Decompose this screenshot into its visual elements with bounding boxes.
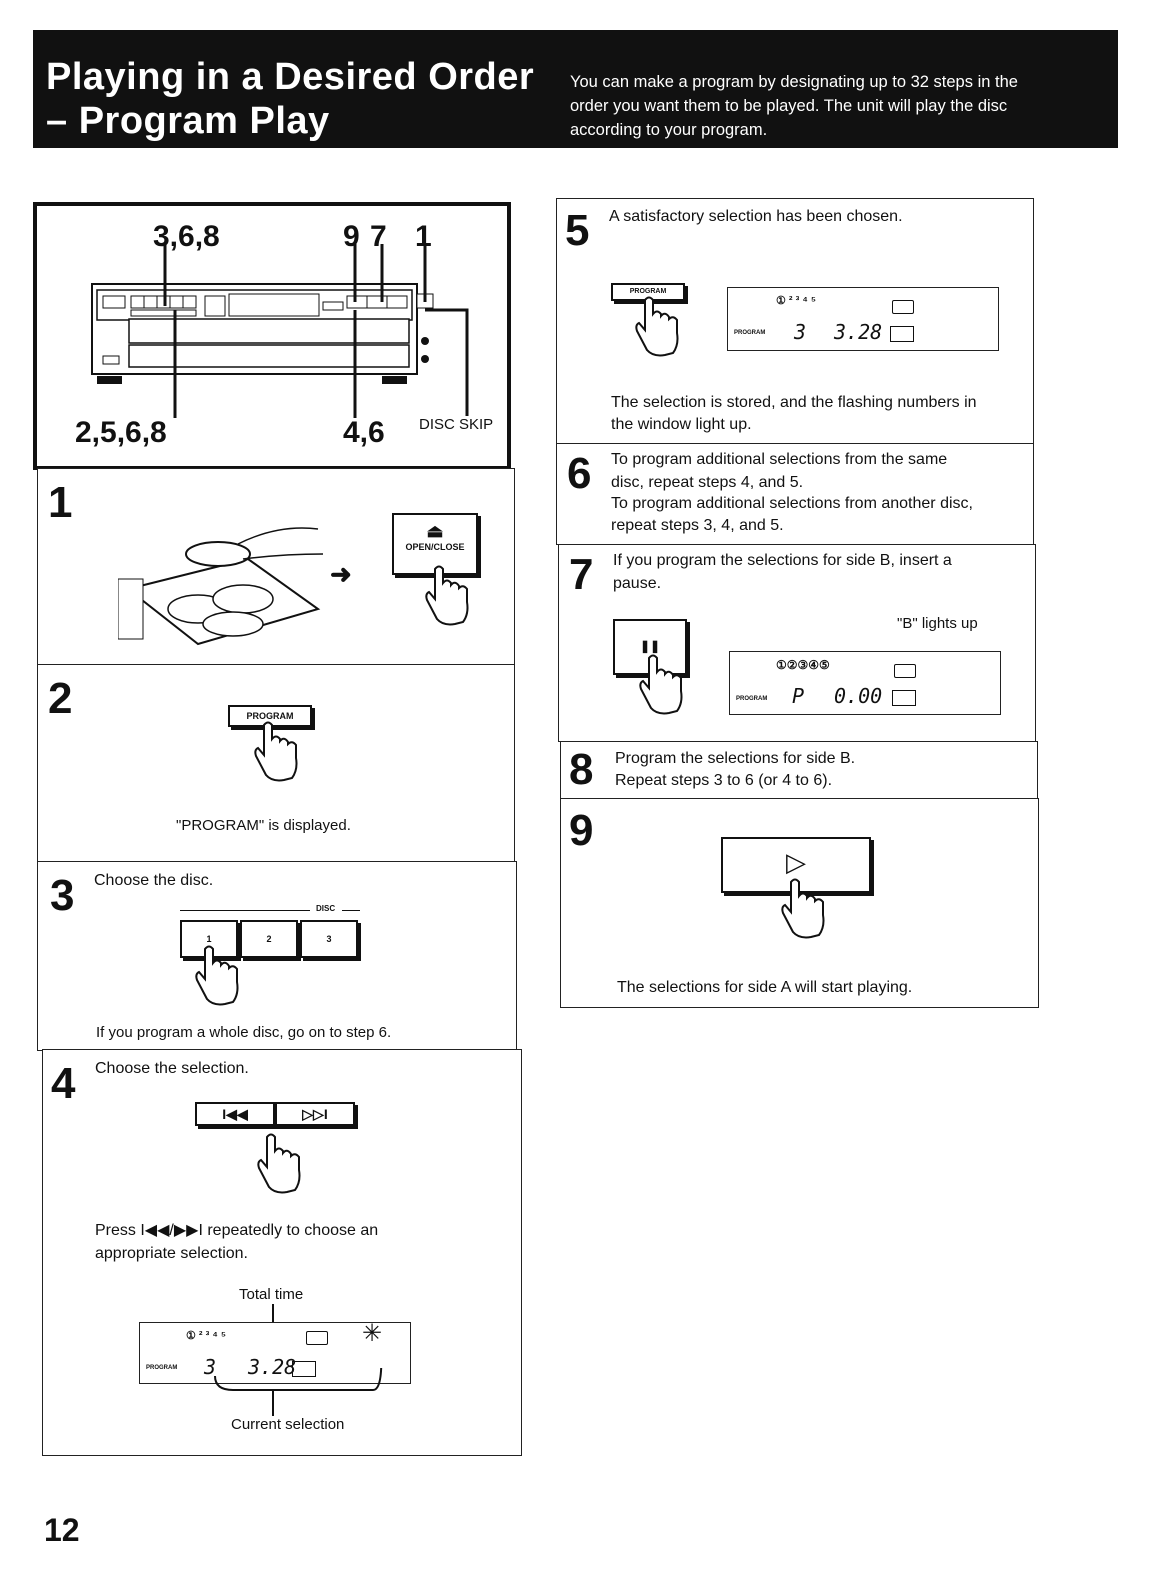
step-5-caption-line1: The selection is stored, and the flashin…	[611, 394, 977, 411]
intro-text: You can make a program by designating up…	[570, 73, 1018, 139]
step-number: 9	[569, 806, 594, 855]
step-2-caption: "PROGRAM" is displayed.	[176, 817, 351, 834]
arrow-right-icon: ➜	[330, 559, 352, 589]
program-indicator: PROGRAM	[146, 1365, 178, 1371]
skip-forward-icon: ▷▷I	[302, 1106, 328, 1122]
time-readout: 0.00	[834, 684, 883, 708]
disc-3-button[interactable]: 3	[300, 920, 358, 958]
disc-group-line-right	[342, 910, 360, 911]
step-7-line1: If you program the selections for side B…	[613, 552, 952, 569]
pointing-hand-icon	[639, 654, 683, 715]
step-number: 6	[567, 449, 592, 498]
step-2-panel: 2 PROGRAM "PROGRAM" is displayed.	[37, 664, 515, 862]
step-number: 8	[569, 745, 594, 794]
tape-icon	[306, 1331, 328, 1345]
page-title: Playing in a Desired Order	[46, 56, 535, 98]
disc-tray-illustration	[118, 527, 324, 646]
step-5-panel: 5 A satisfactory selection has been chos…	[556, 198, 1034, 444]
step-3-caption: If you program a whole disc, go on to st…	[96, 1024, 392, 1041]
step-6-line3: To program additional selections from an…	[611, 495, 973, 512]
disc-skip-label: DISC SKIP	[419, 416, 494, 433]
step-3-panel: 3 Choose the disc. DISC 1 2 3 If you pro…	[37, 861, 517, 1051]
time-readout: 3.28	[248, 1355, 297, 1379]
pointing-hand-icon	[425, 565, 469, 626]
disc-indicators: ① ² ³ ⁴ ⁵	[776, 295, 817, 307]
pointing-hand-icon	[635, 296, 679, 357]
tape-icon	[892, 300, 914, 314]
disc-indicators: ①②③④⑤	[776, 658, 830, 672]
page-subtitle: – Program Play	[46, 100, 330, 142]
flash-icon: ✳	[362, 1320, 383, 1347]
previous-track-button[interactable]: I◀◀	[195, 1102, 275, 1126]
lcd-display: ① ² ³ ⁴ ⁵ PROGRAM 3 3.28	[727, 287, 999, 351]
eject-icon: ⏏	[426, 521, 444, 541]
step-4-text: Choose the selection.	[95, 1060, 249, 1077]
step-7-panel: 7 If you program the selections for side…	[558, 544, 1036, 742]
step-8-panel: 8 Program the selections for side B. Rep…	[560, 741, 1038, 799]
next-track-button[interactable]: ▷▷I	[275, 1102, 355, 1126]
page-icon	[890, 326, 914, 342]
step-6-line1: To program additional selections from th…	[611, 451, 948, 468]
step-5-caption-line2: the window light up.	[611, 416, 752, 433]
step-1-panel: 1 ➜ ⏏ OPEN/CLOSE	[37, 468, 515, 665]
callout-4-6: 4,6	[343, 416, 385, 449]
step-6-line4: repeat steps 3, 4, and 5.	[611, 517, 784, 534]
program-indicator: PROGRAM	[734, 330, 766, 336]
pointing-hand-icon	[257, 1133, 301, 1194]
page-icon	[292, 1361, 316, 1377]
step-6-panel: 6 To program additional selections from …	[556, 443, 1034, 545]
step-9-panel: 9 ▷ The selections for side A will start…	[560, 798, 1039, 1008]
step-number: 7	[569, 550, 594, 599]
step-4-caption-line2: appropriate selection.	[95, 1245, 248, 1262]
tape-icon	[894, 664, 916, 678]
program-indicator: PROGRAM	[736, 696, 768, 702]
callout-1: 1	[415, 220, 432, 253]
pause-icon: ❚❚	[639, 639, 661, 653]
step-number: 5	[565, 206, 590, 255]
disc-indicators: ① ² ³ ⁴ ⁵	[186, 1330, 227, 1342]
disc-group-line	[180, 910, 310, 911]
header-banner: Playing in a Desired Order – Program Pla…	[33, 30, 1118, 148]
b-lights-up-label: "B" lights up	[897, 615, 978, 632]
skip-back-icon: I◀◀	[222, 1106, 248, 1122]
current-selection-bracket	[214, 1368, 383, 1416]
track-readout: P	[792, 684, 805, 708]
step-number: 3	[50, 871, 75, 920]
open-close-button[interactable]: ⏏ OPEN/CLOSE	[392, 513, 478, 575]
step-number: 2	[48, 674, 73, 723]
current-selection-label: Current selection	[231, 1416, 345, 1433]
step-3-text: Choose the disc.	[94, 872, 214, 889]
step-8-line2: Repeat steps 3 to 6 (or 4 to 6).	[615, 772, 833, 789]
step-9-caption: The selections for side A will start pla…	[617, 979, 913, 996]
step-4-caption-line1: Press I◀◀/▶▶I repeatedly to choose an	[95, 1222, 379, 1239]
step-5-text: A satisfactory selection has been chosen…	[609, 208, 903, 225]
play-icon: ▷	[786, 847, 806, 877]
device-diagram-panel: 3,6,8 9 7 1 2,5,6,8 4,6	[33, 202, 511, 470]
open-close-label: OPEN/CLOSE	[405, 542, 465, 552]
track-readout: 3	[794, 320, 807, 344]
step-7-line2: pause.	[613, 575, 662, 592]
track-readout: 3	[204, 1355, 217, 1379]
time-readout: 3.28	[834, 320, 883, 344]
total-time-label: Total time	[239, 1286, 304, 1303]
lcd-display: ①②③④⑤ PROGRAM P 0.00	[729, 651, 1001, 715]
step-number: 1	[48, 478, 73, 527]
page-number: 12	[44, 1512, 80, 1548]
cd-player-drawing	[91, 244, 469, 418]
step-8-line1: Program the selections for side B.	[615, 750, 856, 767]
disc-group-label: DISC	[316, 904, 336, 913]
step-number: 4	[51, 1059, 76, 1108]
disc-2-button[interactable]: 2	[240, 920, 298, 958]
pointing-hand-icon	[254, 721, 298, 782]
step-6-line2: disc, repeat steps 4, and 5.	[611, 474, 804, 491]
lcd-display: ① ² ³ ⁴ ⁵ PROGRAM 3 3.28 ✳	[139, 1320, 411, 1384]
step-4-panel: 4 Choose the selection. I◀◀ ▷▷I Press I◀…	[42, 1049, 522, 1456]
pointing-hand-icon	[195, 945, 239, 1006]
pointing-hand-icon	[781, 878, 825, 939]
callout-2-5-6-8: 2,5,6,8	[75, 416, 167, 449]
page-icon	[892, 690, 916, 706]
